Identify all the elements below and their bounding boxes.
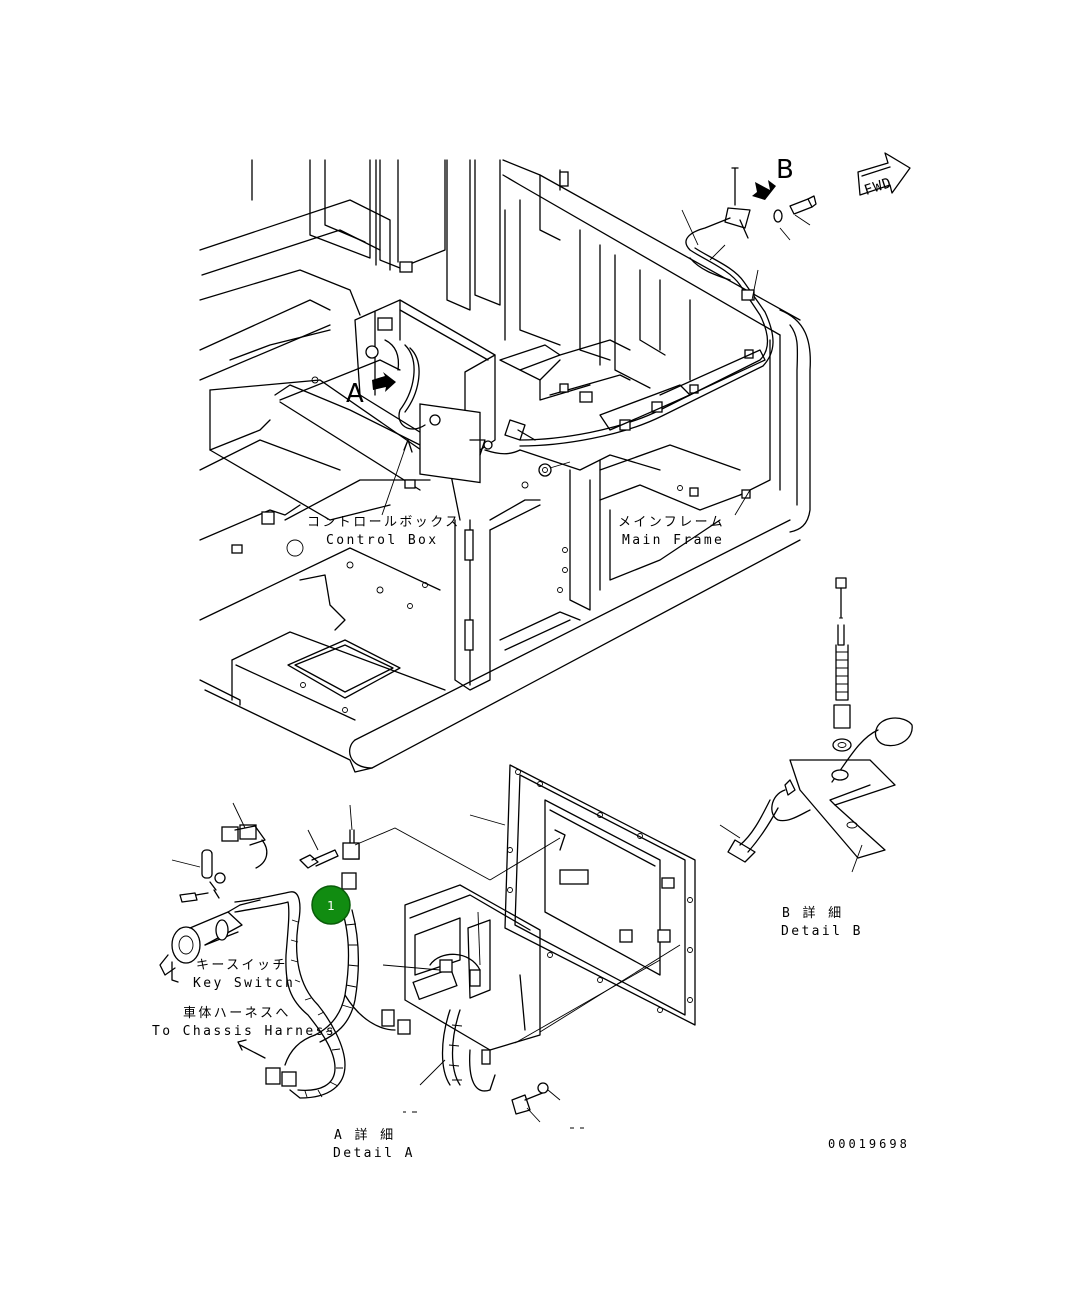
- to-chassis-label-en: To Chassis Harness: [152, 1024, 336, 1039]
- part-callout-1[interactable]: 1: [311, 885, 351, 925]
- detail-a-label-jp: A 詳 細: [334, 1127, 395, 1143]
- to-chassis-label-jp: 車体ハーネスへ: [183, 1006, 291, 1021]
- view-b-label: B: [776, 155, 794, 185]
- key-switch-label-en: Key Switch: [193, 976, 295, 991]
- detail-b-label-jp: B 詳 細: [782, 905, 843, 921]
- detail-a-drawing: [159, 764, 696, 1129]
- main-frame-label-en: Main Frame: [622, 533, 724, 548]
- labels: コントロールボックス Control Box メインフレーム Main Fram…: [152, 515, 910, 1161]
- main-frame-drawing: [199, 159, 811, 773]
- key-switch-label-jp: キースイッチ: [196, 958, 288, 973]
- callout-number: 1: [327, 899, 335, 913]
- main-frame-label-jp: メインフレーム: [618, 515, 725, 530]
- view-a-label: A: [346, 379, 364, 409]
- fwd-arrow-icon: FWD: [857, 152, 911, 199]
- bracket-b-drawing: B: [724, 155, 817, 239]
- control-box-label-en: Control Box: [326, 533, 439, 548]
- control-box-drawing: A: [346, 299, 521, 484]
- drawing-number: 00019698: [828, 1137, 910, 1151]
- svg-text:FWD: FWD: [862, 175, 894, 199]
- detail-a-label-en: Detail A: [333, 1146, 415, 1161]
- control-box-label-jp: コントロールボックス: [307, 515, 461, 530]
- detail-b-drawing: [719, 577, 913, 873]
- detail-b-label-en: Detail B: [781, 924, 863, 939]
